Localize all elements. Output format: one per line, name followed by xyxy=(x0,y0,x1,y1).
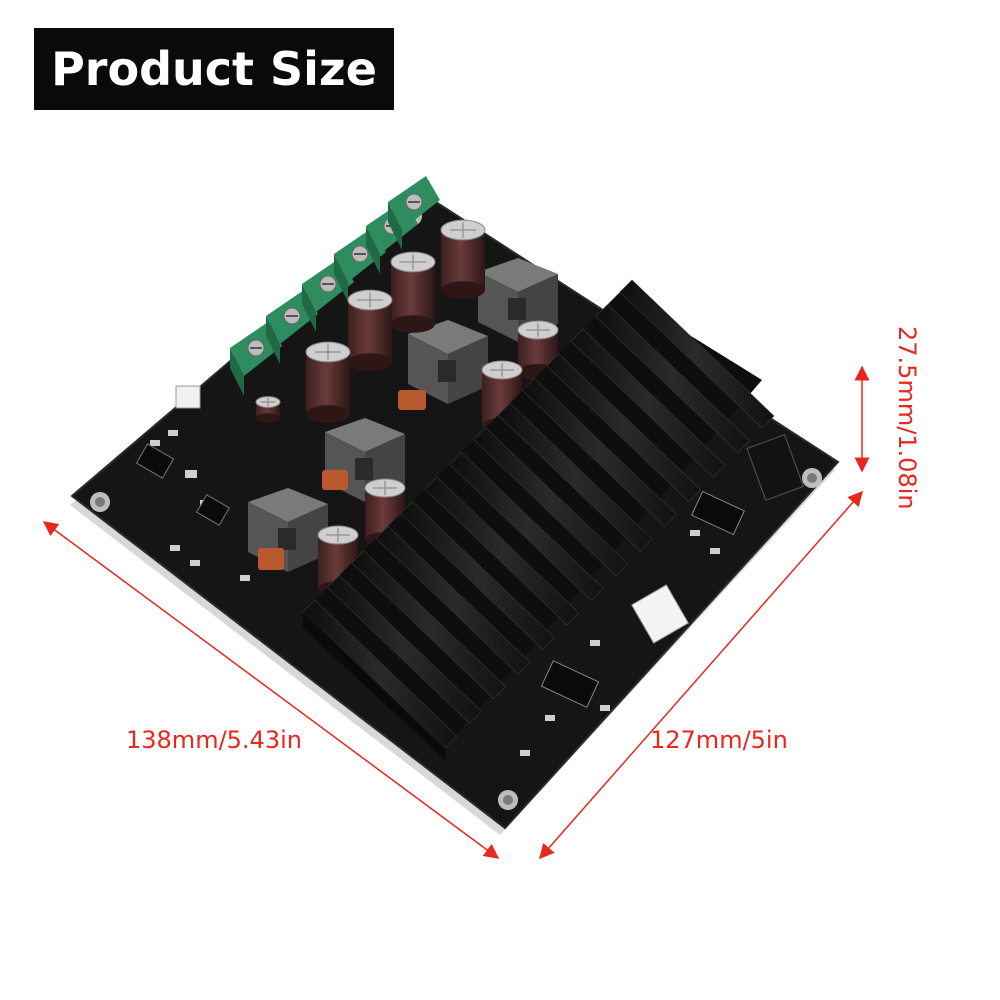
terminal-block xyxy=(388,176,440,250)
depth-label: 127mm/5in xyxy=(650,726,788,754)
page-title: Product Size xyxy=(51,42,377,96)
width-arrow xyxy=(42,521,500,859)
capacitor xyxy=(347,289,393,371)
heatsink-fin xyxy=(546,353,702,503)
heatsink-fin xyxy=(595,304,751,454)
screw-terminals xyxy=(230,176,440,396)
inductor xyxy=(408,320,488,404)
width-label: 138mm/5.43in xyxy=(126,726,302,754)
heatsink-fin xyxy=(619,279,775,429)
capacitor xyxy=(390,251,436,333)
depth-arrow xyxy=(539,490,863,860)
dip-switch xyxy=(175,385,201,409)
capacitor xyxy=(255,396,281,423)
heatsink-fin xyxy=(570,328,726,478)
height-label: 27.5mm/1.08in xyxy=(893,326,921,510)
capacitor xyxy=(440,219,486,299)
title-badge: Product Size xyxy=(34,28,394,110)
capacitor xyxy=(305,341,351,423)
